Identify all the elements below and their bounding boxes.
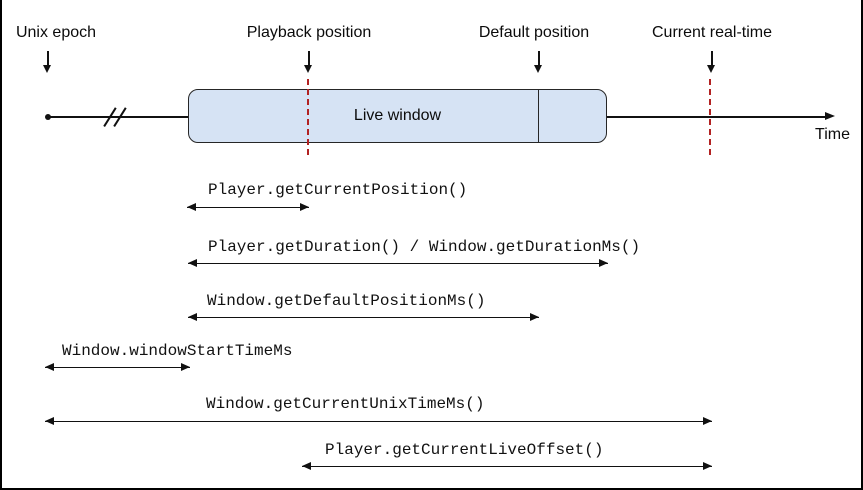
measure-arrow-get-default-position <box>188 312 539 321</box>
marker-label-unix-epoch: Unix epoch <box>15 24 97 41</box>
measure-arrow-get-current-live-offset <box>302 461 712 470</box>
default-position-divider <box>538 90 540 142</box>
measurement-label-get-default-position: Window.getDefaultPositionMs() <box>207 292 486 310</box>
measurement-label-window-start-time: Window.windowStartTimeMs <box>62 342 293 360</box>
measurement-label-get-current-unix-time: Window.getCurrentUnixTimeMs() <box>206 395 485 413</box>
measure-arrow-get-current-unix-time <box>45 416 712 425</box>
measurement-label-get-duration: Player.getDuration() / Window.getDuratio… <box>208 238 641 256</box>
down-arrow-tip-icon <box>707 65 715 73</box>
live-window-label: Live window <box>353 107 442 124</box>
down-arrow-icon <box>308 51 310 66</box>
timeline-arrowhead-icon <box>825 112 835 121</box>
measure-arrow-get-current-position <box>187 202 309 211</box>
down-arrow-tip-icon <box>304 65 312 73</box>
marker-label-current-real-time: Current real-time <box>651 24 773 41</box>
measurement-label-get-current-live-offset: Player.getCurrentLiveOffset() <box>325 441 604 459</box>
measure-arrow-get-duration <box>188 258 608 267</box>
playback-position-dashed-line <box>307 79 309 155</box>
down-arrow-tip-icon <box>534 65 542 73</box>
down-arrow-icon <box>47 51 49 66</box>
marker-label-default-position: Default position <box>478 24 590 41</box>
live-window-box: Live window <box>188 89 607 143</box>
measurement-label-get-current-position: Player.getCurrentPosition() <box>208 181 468 199</box>
time-axis-label: Time <box>815 126 850 143</box>
measure-arrow-window-start-time <box>45 362 190 371</box>
marker-label-playback-position: Playback position <box>246 24 372 41</box>
down-arrow-icon <box>711 51 713 66</box>
down-arrow-tip-icon <box>43 65 51 73</box>
down-arrow-icon <box>538 51 540 66</box>
current-real-time-dashed-line <box>709 79 711 155</box>
